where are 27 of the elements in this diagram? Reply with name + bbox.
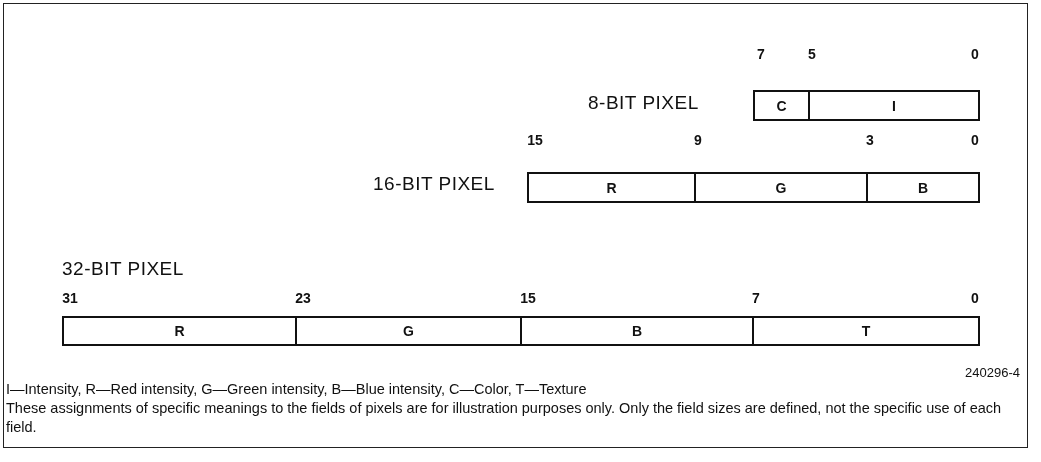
bit-field: I — [808, 90, 980, 121]
bit-number: 23 — [295, 290, 311, 306]
key-text: I—Intensity, R—Red intensity, G—Green intensity, B—Blue intensity, C—Color, T—Texture — [6, 380, 588, 399]
register-title: 8-BIT PIXEL — [588, 92, 699, 114]
bit-field: G — [295, 316, 522, 346]
bit-field: C — [753, 90, 810, 121]
register-title: 16-BIT PIXEL — [373, 173, 495, 195]
bit-field: B — [866, 172, 980, 203]
bit-number: 0 — [971, 290, 979, 306]
bit-number: 15 — [527, 132, 543, 148]
bit-field: B — [520, 316, 754, 346]
figure-number: 240296-4 — [965, 364, 1020, 382]
bit-field: R — [527, 172, 696, 203]
note-text: These assignments of specific meanings to the fields of pixels are for illustration purposes only. Only the field sizes are defined, not the specific use of each field. — [6, 399, 1003, 437]
bit-number: 9 — [694, 132, 702, 148]
bit-field: G — [694, 172, 868, 203]
bit-number: 31 — [62, 290, 78, 306]
bit-number: 7 — [757, 46, 765, 62]
bit-field: T — [752, 316, 980, 346]
bit-number: 0 — [971, 132, 979, 148]
bit-number: 0 — [971, 46, 979, 62]
bit-field: R — [62, 316, 297, 346]
bit-number: 3 — [866, 132, 874, 148]
bit-number: 7 — [752, 290, 760, 306]
bit-number: 5 — [808, 46, 816, 62]
bit-number: 15 — [520, 290, 536, 306]
register-title: 32-BIT PIXEL — [62, 258, 184, 280]
